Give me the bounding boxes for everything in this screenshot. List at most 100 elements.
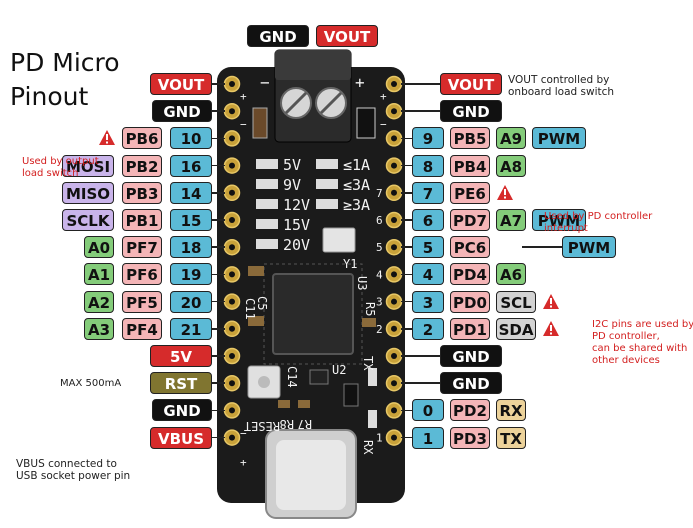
silk-rx: RX bbox=[361, 440, 375, 455]
silk-pin-6: 6 bbox=[376, 214, 383, 227]
left-pin-13-label-gnd: GND bbox=[152, 399, 212, 422]
silk-reset: RESET bbox=[244, 419, 280, 433]
left-pin-11-label-5v: 5V bbox=[150, 345, 212, 367]
right-pin-11-wire bbox=[401, 355, 440, 357]
right-pin-3-label-9: 9 bbox=[412, 127, 444, 150]
right-pin-7-wire bbox=[401, 246, 412, 248]
left-pin-12-wire bbox=[212, 382, 225, 384]
right-pin-1-wire bbox=[401, 83, 440, 85]
voltage-led-4 bbox=[256, 219, 278, 229]
right-pin-3-label-a9: A9 bbox=[496, 127, 526, 150]
left-pin-4-label-pb2: PB2 bbox=[122, 154, 162, 177]
right-pin-8-label-4: 4 bbox=[412, 263, 444, 286]
left-pin-5-label-14: 14 bbox=[170, 181, 212, 204]
right-pin-1-label-vout: VOUT bbox=[440, 73, 502, 95]
left-pin-6-label-15: 15 bbox=[170, 209, 212, 231]
right-pin-6-label-a7: A7 bbox=[496, 209, 526, 231]
right-pin-4-label-a8: A8 bbox=[496, 154, 526, 177]
right-pin-5-wire bbox=[401, 192, 412, 194]
right-pin-7-pwm-wire bbox=[522, 246, 562, 248]
left-pin-9-label-pf5: PF5 bbox=[122, 290, 162, 313]
left-pin-4-label-16: 16 bbox=[170, 154, 212, 177]
left-pin-11-wire bbox=[212, 355, 225, 357]
silk-pin-1: 1 bbox=[376, 432, 383, 445]
right-pin-6-label-pwm: PWM bbox=[532, 209, 586, 231]
right-pin-12-wire bbox=[401, 382, 440, 384]
left-pin-10-label-pf4: PF4 bbox=[122, 317, 162, 340]
right-pin-9-warning-icon bbox=[543, 293, 559, 309]
right-pin-9-label-pd0: PD0 bbox=[450, 290, 490, 313]
silk-pin-5: 5 bbox=[376, 241, 383, 254]
left-pin-10-wire bbox=[212, 328, 225, 330]
left-pin-10-label-21: 21 bbox=[170, 317, 212, 340]
right-pin-10-wire bbox=[401, 328, 412, 330]
silk-r7: R7 bbox=[298, 417, 312, 431]
crystal bbox=[322, 227, 356, 253]
silk-pin-4: 4 bbox=[376, 268, 383, 281]
left-pin-6-label-sclk: SCLK bbox=[62, 209, 114, 231]
voltage-led-3 bbox=[256, 199, 278, 209]
silk-c5: C5 bbox=[255, 296, 269, 310]
current-led-2 bbox=[316, 179, 338, 189]
left-pin-4-label-mosi: MOSI bbox=[62, 154, 114, 177]
right-pin-8-wire bbox=[401, 273, 412, 276]
left-pin-12-label-rst: RST bbox=[150, 372, 212, 395]
left-pin-9-label-a2: A2 bbox=[84, 290, 114, 313]
right-pin-5-label-pe6: PE6 bbox=[450, 181, 490, 204]
right-pin-6-label-pd7: PD7 bbox=[450, 209, 490, 231]
left-pin-3-label-10: 10 bbox=[170, 127, 212, 150]
left-pin-7-label-a0: A0 bbox=[84, 236, 114, 259]
right-pin-2-wire bbox=[401, 110, 440, 112]
silk-minus-left: − bbox=[240, 118, 247, 131]
left-pin-6-wire bbox=[212, 219, 225, 221]
left-pin-14-wire bbox=[212, 436, 225, 439]
right-pin-3-label-pwm: PWM bbox=[532, 127, 586, 150]
left-pin-3-wire bbox=[212, 137, 225, 140]
silk-pin-2: 2 bbox=[376, 323, 383, 336]
silk-u2: U2 bbox=[332, 363, 346, 377]
right-pin-2-label-gnd: GND bbox=[440, 100, 502, 123]
silk-pin-3: 3 bbox=[376, 296, 383, 309]
right-pin-8-label-pd4: PD4 bbox=[450, 263, 490, 286]
right-pin-10-warning-icon bbox=[543, 320, 559, 336]
left-pin-10-label-a3: A3 bbox=[84, 317, 114, 340]
left-pin-7-wire bbox=[212, 246, 225, 248]
right-pin-14-label-pd3: PD3 bbox=[450, 426, 490, 449]
silk-current-1: ≤3A bbox=[343, 176, 370, 194]
right-pin-12-label-gnd: GND bbox=[440, 372, 502, 395]
left-pin-3-warning-icon bbox=[99, 130, 115, 146]
right-pin-3-label-pb5: PB5 bbox=[450, 127, 490, 150]
title-line-2: Pinout bbox=[10, 82, 89, 111]
right-pin-10-label-pd1: PD1 bbox=[450, 317, 490, 340]
right-pin-5-label-7: 7 bbox=[412, 181, 444, 204]
left-pin-4-wire bbox=[212, 164, 225, 167]
left-pin-9-label-20: 20 bbox=[170, 290, 212, 313]
silk-plus-bottom: + bbox=[240, 456, 247, 469]
left-pin-13-wire bbox=[212, 409, 225, 412]
right-pin-10-label-sda: SDA bbox=[496, 317, 536, 340]
title-line-1: PD Micro bbox=[10, 48, 120, 77]
mcu-chip bbox=[272, 273, 354, 355]
note-i2c-warning: I2C pins are used by PD controller, can … bbox=[592, 319, 693, 366]
silk-y1: Y1 bbox=[343, 257, 357, 271]
right-pin-6-label-6: 6 bbox=[412, 209, 444, 231]
silk-voltage-12V: 12V bbox=[283, 196, 310, 214]
voltage-led-1 bbox=[256, 159, 278, 169]
right-pin-8-label-a6: A6 bbox=[496, 263, 526, 286]
current-led-1 bbox=[316, 159, 338, 169]
left-pin-5-label-pb3: PB3 bbox=[122, 181, 162, 204]
page-title: PD Micro Pinout bbox=[10, 46, 120, 114]
left-pin-5-label-miso: MISO bbox=[62, 181, 114, 204]
right-pin-3-wire bbox=[401, 137, 412, 140]
silk-tx: TX bbox=[361, 356, 375, 371]
silk-r8: R8 bbox=[280, 417, 294, 431]
left-pin-2-label-gnd: GND bbox=[152, 100, 212, 123]
silk-plus-right: + bbox=[380, 90, 387, 103]
terminal-vout-label: VOUT bbox=[316, 25, 378, 47]
left-pin-1-label-vout: VOUT bbox=[150, 73, 212, 95]
left-pin-14-label-vbus: VBUS bbox=[150, 426, 212, 449]
left-pin-6-label-pb1: PB1 bbox=[122, 209, 162, 231]
left-pin-9-wire bbox=[212, 300, 225, 303]
note-max-current: MAX 500mA bbox=[60, 378, 122, 389]
right-pin-7-label-5: 5 bbox=[412, 236, 444, 259]
